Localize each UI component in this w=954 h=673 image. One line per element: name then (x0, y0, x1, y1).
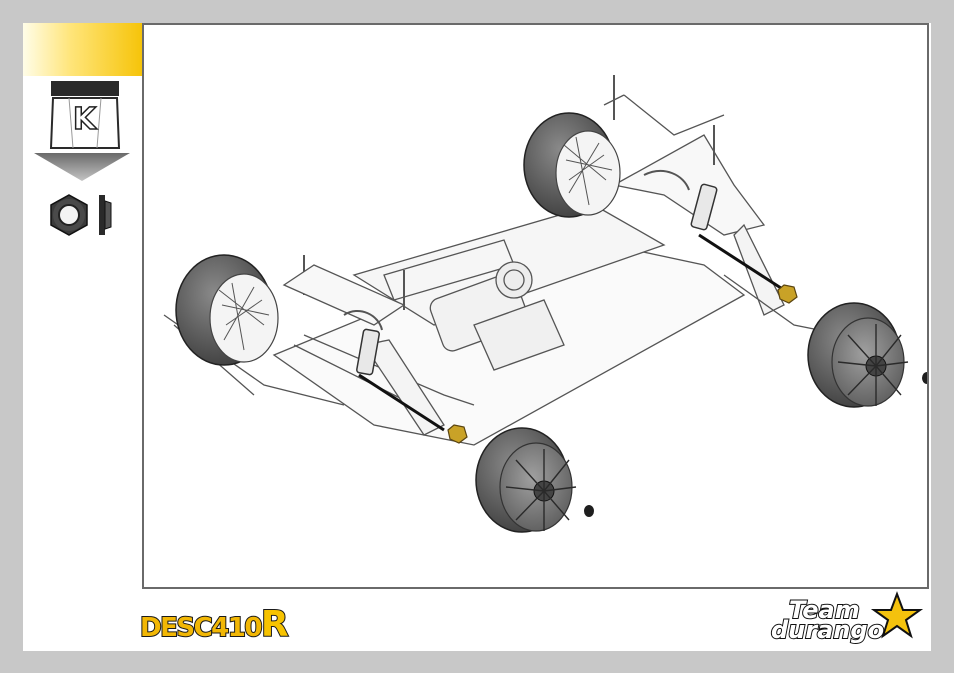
wheel-rear-right (524, 113, 620, 217)
arrow-down-icon (32, 151, 132, 185)
wheel-front-left (476, 428, 576, 532)
chassis (164, 75, 844, 445)
brand-logo-line2: durango (771, 616, 884, 644)
chassis-assembly-illustration (144, 25, 927, 587)
flange-nut-front-icon (47, 193, 91, 237)
product-logo-suffix: R (261, 604, 287, 645)
wheel-rear-left (176, 255, 278, 365)
step-tab (23, 23, 142, 76)
bag-letter: K (49, 102, 121, 137)
wheel-front-right (808, 303, 908, 407)
product-logo-text: DESC410 (140, 613, 261, 643)
team-durango-logo: Team durango (767, 590, 925, 650)
parts-bag: K (49, 80, 121, 150)
flange-nut-side-icon (97, 193, 113, 237)
manual-page: K (23, 23, 931, 651)
desc410r-logo: DESC410R (136, 596, 268, 644)
